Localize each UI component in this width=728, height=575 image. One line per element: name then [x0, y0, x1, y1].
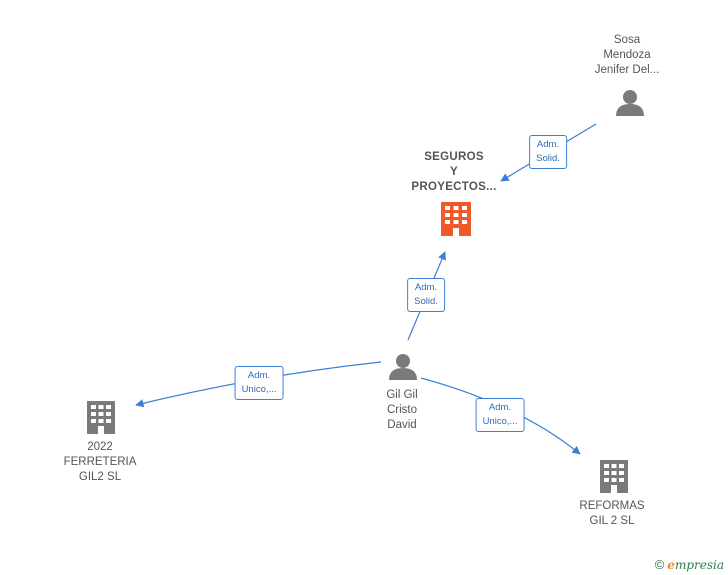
- edge-label-line: Adm.: [247, 370, 271, 381]
- brand-name: mpresia: [674, 557, 724, 572]
- edge-label-sosa-seguros[interactable]: Adm. Solid.: [529, 135, 567, 169]
- edge-label-line: Solid.: [414, 296, 438, 307]
- node-label-gil[interactable]: Gil Gil Cristo David: [386, 388, 417, 433]
- node-label-line: GIL2 SL: [78, 471, 122, 483]
- edge-label-line: Adm.: [536, 139, 560, 150]
- brand-logo: empresia: [667, 558, 724, 572]
- node-label-line: Y: [450, 166, 458, 178]
- edge-label-line: Unico,...: [241, 384, 277, 395]
- node-label-line: FERRETERIA: [63, 456, 137, 468]
- node-label-reformas[interactable]: REFORMAS GIL 2 SL: [579, 499, 644, 529]
- node-label-seguros[interactable]: SEGUROS Y PROYECTOS...: [411, 150, 496, 195]
- node-label-line: Jenifer Del...: [594, 64, 660, 76]
- node-label-line: Mendoza: [603, 49, 651, 61]
- building-icon[interactable]: [441, 202, 471, 236]
- brand-initial: e: [667, 557, 675, 572]
- person-icon[interactable]: [616, 90, 644, 116]
- building-icon[interactable]: [87, 401, 115, 434]
- node-label-line: David: [387, 419, 417, 431]
- building-icon[interactable]: [600, 460, 628, 493]
- node-label-line: Gil Gil: [386, 389, 418, 401]
- node-label-line: Cristo: [386, 404, 418, 416]
- node-label-line: 2022: [87, 441, 113, 453]
- edge-label-line: Solid.: [536, 153, 560, 164]
- node-label-sosa[interactable]: Sosa Mendoza Jenifer Del...: [595, 33, 660, 78]
- node-label-line: PROYECTOS...: [411, 181, 497, 193]
- copyright-symbol: ©: [654, 557, 665, 572]
- edge-label-gil-seguros[interactable]: Adm. Solid.: [407, 278, 445, 312]
- person-icon[interactable]: [389, 354, 417, 380]
- node-label-line: Sosa: [613, 34, 641, 46]
- edge-label-gil-reformas[interactable]: Adm. Unico,...: [475, 398, 525, 432]
- node-label-line: SEGUROS: [424, 151, 484, 163]
- edge-label-gil-ferreteria[interactable]: Adm. Unico,...: [234, 366, 284, 400]
- node-label-ferreteria[interactable]: 2022 FERRETERIA GIL2 SL: [64, 440, 137, 485]
- watermark: © empresia: [655, 557, 724, 572]
- node-label-line: REFORMAS: [579, 500, 645, 512]
- edge-label-line: Unico,...: [482, 416, 518, 427]
- node-label-line: GIL 2 SL: [589, 515, 635, 527]
- edge-label-line: Adm.: [488, 402, 512, 413]
- edge-label-line: Adm.: [414, 282, 438, 293]
